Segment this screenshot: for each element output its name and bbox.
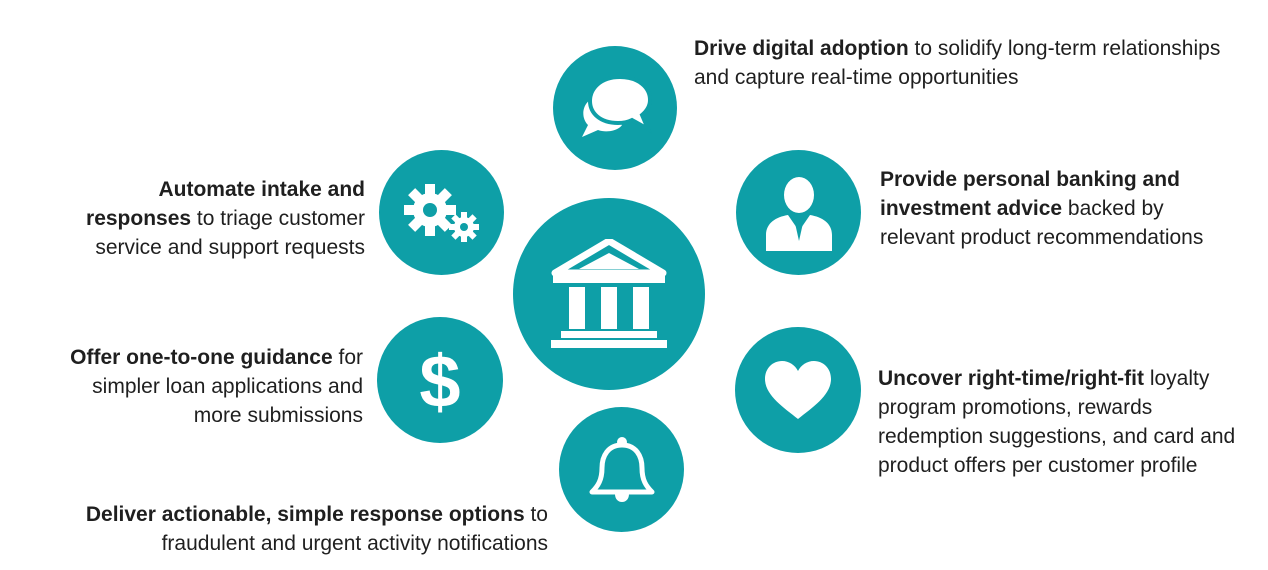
item-rest-text: to triage customer service and support r… xyxy=(95,207,365,259)
bell-icon xyxy=(589,436,654,502)
item-rest-text: to fraudulent and urgent activity notifi… xyxy=(161,503,548,555)
advisor-circle xyxy=(736,150,861,275)
item-bold-text: Offer one-to-one guidance xyxy=(70,346,333,369)
item-rest-text: loyalty program promotions, rewards rede… xyxy=(878,367,1236,477)
item-bold-text: Deliver actionable, simple response opti… xyxy=(85,503,525,526)
item-rest-text: to solidify long-term relationships and … xyxy=(694,37,1221,89)
item-description-uncover: Uncover right-time/right-fit loyalty pro… xyxy=(878,364,1248,480)
center-bank-circle xyxy=(513,198,705,390)
gears-icon xyxy=(403,183,479,242)
item-rest-text: for simpler loan applications and more s… xyxy=(92,346,363,427)
item-bold-text: Uncover right-time/right-fit xyxy=(878,367,1144,390)
bank-building-icon xyxy=(551,239,667,348)
chat-circle xyxy=(553,46,677,170)
item-rest-text: backed by relevant product recommendatio… xyxy=(880,197,1204,249)
chat-bubbles-icon xyxy=(582,74,653,137)
dollar-circle: $ xyxy=(377,317,503,443)
advisor-person-icon xyxy=(765,176,832,251)
heart-circle xyxy=(735,327,861,453)
item-bold-text: Drive digital adoption xyxy=(694,37,909,60)
item-description-digital-adoption: Drive digital adoption to solidify long-… xyxy=(694,34,1234,92)
dollar-sign-icon: $ xyxy=(419,341,460,419)
bell-circle xyxy=(559,407,684,532)
svg-text:$: $ xyxy=(419,341,460,419)
gears-circle xyxy=(379,150,504,275)
heart-icon xyxy=(765,361,831,419)
item-description-automate-intake: Automate intake and responses to triage … xyxy=(60,175,365,262)
item-description-one-to-one: Offer one-to-one guidance for simpler lo… xyxy=(60,343,363,430)
item-description-deliver-actionable: Deliver actionable, simple response opti… xyxy=(40,500,548,558)
item-bold-text: Automate intake and responses xyxy=(86,178,365,230)
item-bold-text: Provide personal banking and investment … xyxy=(880,168,1180,220)
item-description-personal-banking: Provide personal banking and investment … xyxy=(880,165,1225,252)
